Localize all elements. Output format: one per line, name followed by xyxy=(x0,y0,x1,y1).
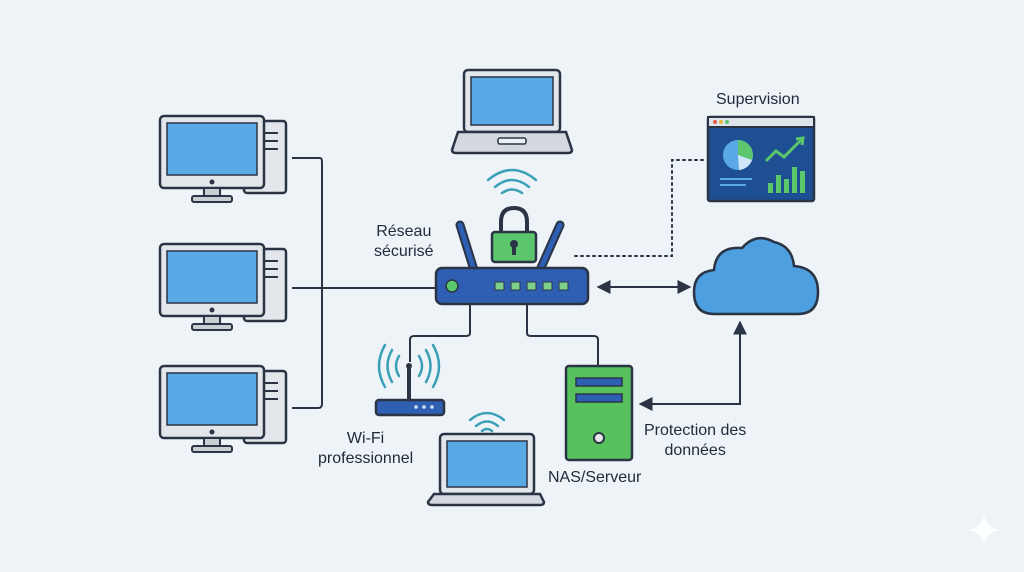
wifi-signal-icon xyxy=(468,411,506,433)
sparkle-icon xyxy=(968,514,1000,546)
wifi-signal-icon xyxy=(486,168,538,195)
access-point-icon xyxy=(374,343,446,417)
desktop-computer-icon xyxy=(158,242,288,331)
data-protection-label-line2: données xyxy=(664,442,726,459)
desktop-computer-icon xyxy=(158,114,288,203)
secure-network-label-line2: sécurisé xyxy=(374,243,434,260)
padlock-icon xyxy=(490,205,538,264)
laptop-icon xyxy=(450,68,574,155)
server-cloud-arrow xyxy=(638,320,747,411)
supervision-label: Supervision xyxy=(716,91,800,108)
wifi-pro-label-line2: professionnel xyxy=(318,450,414,467)
router-icon xyxy=(434,220,590,306)
secure-network-label-line1: Réseau xyxy=(376,223,432,240)
router-to-server-line xyxy=(526,305,599,366)
cloud-icon xyxy=(692,236,820,316)
connections xyxy=(292,157,747,411)
desktop-bus-line xyxy=(292,157,323,409)
router-to-ap-line xyxy=(409,305,471,362)
data-protection-label: Protection des données xyxy=(644,421,746,461)
server-icon xyxy=(564,364,634,462)
laptop-icon xyxy=(426,432,546,507)
dashboard-icon xyxy=(706,115,816,203)
desktop-computer-icon xyxy=(158,364,288,453)
wifi-pro-label: Wi-Fi professionnel xyxy=(318,429,413,469)
nas-server-label: NAS/Serveur xyxy=(548,469,642,486)
supervision-dotted-line xyxy=(574,159,707,257)
wifi-pro-label-line1: Wi-Fi xyxy=(346,430,385,447)
secure-network-label: Réseau sécurisé xyxy=(374,222,434,262)
data-protection-label-line1: Protection des xyxy=(644,422,747,439)
